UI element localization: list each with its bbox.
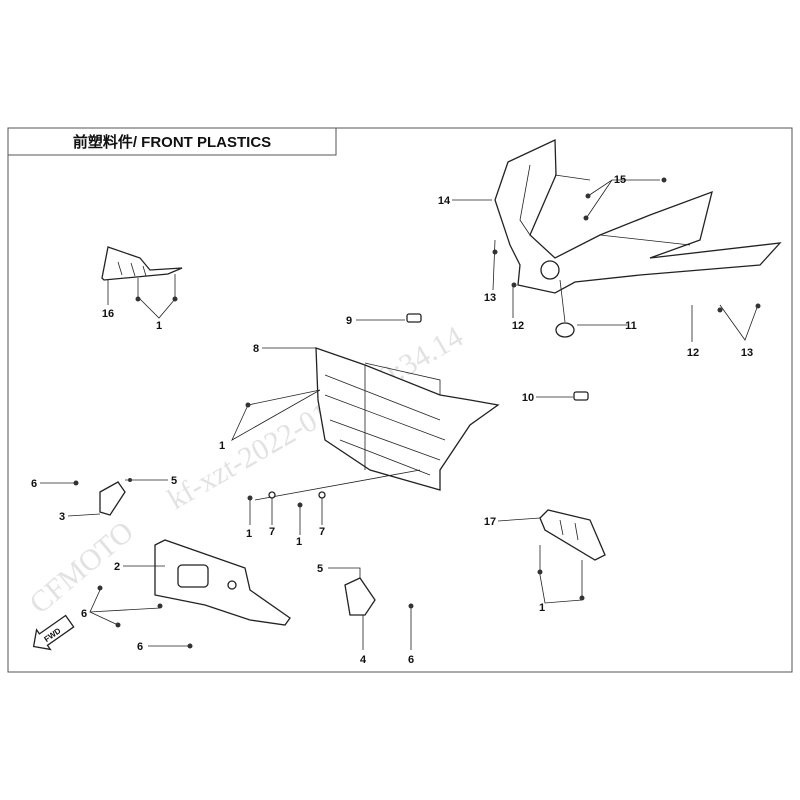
callout-16: 16 <box>102 308 114 320</box>
callout-17: 17 <box>484 516 496 528</box>
callout-7: 7 <box>319 526 325 538</box>
watermark-brand: CFMOTO <box>23 515 140 620</box>
callout-5: 5 <box>171 475 177 487</box>
fwd-arrow: FWD <box>32 614 75 651</box>
callout-2: 2 <box>114 561 120 573</box>
part-8-center-fairing <box>231 347 500 535</box>
callouts: 16 1 14 15 13 12 11 12 13 9 8 10 1 6 5 3… <box>31 174 753 666</box>
callout-14: 14 <box>438 195 451 207</box>
callout-1: 1 <box>246 528 252 540</box>
part-14-front-fairing <box>452 138 782 342</box>
callout-6: 6 <box>31 478 37 490</box>
part-17-cover <box>497 509 606 604</box>
callout-1: 1 <box>539 602 545 614</box>
part-9-clip <box>406 313 422 323</box>
title-box <box>7 127 337 156</box>
diagram-title: 前塑料件/ FRONT PLASTICS <box>73 133 271 151</box>
callout-9: 9 <box>346 315 352 327</box>
part-2-lower-cover <box>89 539 291 649</box>
callout-12: 12 <box>687 347 699 359</box>
diagram-frame <box>7 127 793 673</box>
part-10-clip <box>573 391 589 401</box>
callout-12: 12 <box>512 320 524 332</box>
callout-1: 1 <box>296 536 302 548</box>
part-16-cover <box>101 246 183 319</box>
callout-1: 1 <box>156 320 162 332</box>
callout-1: 1 <box>219 440 225 452</box>
callout-3: 3 <box>59 511 65 523</box>
callout-15: 15 <box>614 174 626 186</box>
callout-11: 11 <box>625 320 637 332</box>
callout-10: 10 <box>522 392 534 404</box>
callout-8: 8 <box>253 343 259 355</box>
part-4-bracket <box>328 567 414 650</box>
callout-13: 13 <box>484 292 496 304</box>
callout-6: 6 <box>137 641 143 653</box>
callout-7: 7 <box>269 526 275 538</box>
callout-4: 4 <box>360 654 367 666</box>
callout-5: 5 <box>317 563 323 575</box>
callout-6: 6 <box>81 608 87 620</box>
part-3-bracket <box>40 478 168 517</box>
callout-6: 6 <box>408 654 414 666</box>
callout-13: 13 <box>741 347 753 359</box>
